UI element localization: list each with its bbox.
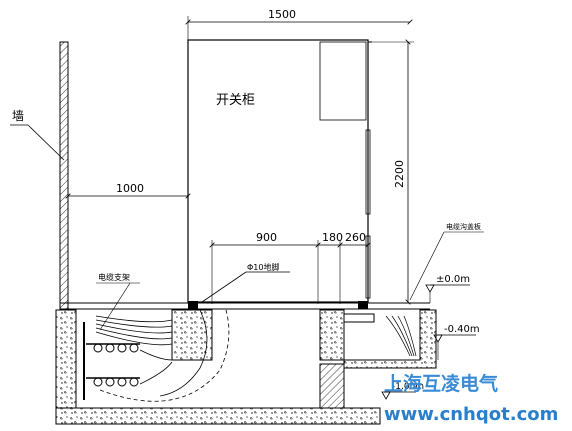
dim-2200-label: 2200 (393, 160, 406, 188)
trench-middle-pier (171, 309, 213, 361)
dim-1000-label: 1000 (116, 182, 144, 195)
dim-260-label: 260 (345, 231, 366, 244)
trench-left-wall (55, 309, 77, 409)
wall-label: 墙 (12, 109, 24, 123)
cabinet-label: 开关柜 (216, 93, 255, 108)
wall-leader (27, 124, 65, 161)
cabinet-hinge-lower (365, 235, 371, 299)
cabinet-panel-top (319, 41, 367, 121)
level-marker-minus-040 (433, 334, 476, 360)
trench-right-block (319, 363, 345, 409)
level-marker-zero (425, 284, 470, 303)
level-minus-040-label: -0.40m (444, 324, 480, 335)
dim-180-label: 180 (322, 231, 343, 244)
trench-right-wall (343, 309, 437, 369)
watermark-brand: 上海互凌电气 (384, 372, 498, 395)
base-channel-left (188, 301, 198, 309)
cable-curve (159, 309, 208, 397)
trench-cover-label: 电缆沟盖板 (446, 222, 481, 231)
level-minus-100-label: -1.00m (392, 382, 424, 392)
right-cable-bundle (385, 315, 417, 357)
cable-bracket-label: 电缆支架 (98, 272, 130, 282)
cable-tray-lower (86, 377, 140, 387)
base-channel-right (358, 301, 368, 309)
cable-bundle (95, 315, 173, 385)
trench-cover-plate (343, 313, 375, 323)
trench-floor (55, 407, 381, 425)
cabinet-hinge (365, 129, 371, 215)
level-marker-minus-100 (381, 391, 416, 400)
watermark-url: www.cnhqot.com (384, 404, 558, 425)
cable-tray-upper (86, 343, 140, 353)
cable-curve-dashed (99, 309, 230, 402)
wall (59, 41, 69, 311)
dim-900-label: 900 (256, 231, 277, 244)
dim-1500-label: 1500 (268, 8, 296, 21)
trench-right-pier (319, 309, 345, 361)
anchor-bolt-label: Φ10地脚 (247, 262, 279, 272)
anchor-bolt-leader (201, 271, 247, 303)
cable-bracket-leader-2 (99, 282, 131, 331)
level-zero-label: ±0.0m (436, 274, 470, 285)
switchgear-cabinet (187, 39, 369, 303)
trench-cover-leader-2 (409, 231, 445, 301)
